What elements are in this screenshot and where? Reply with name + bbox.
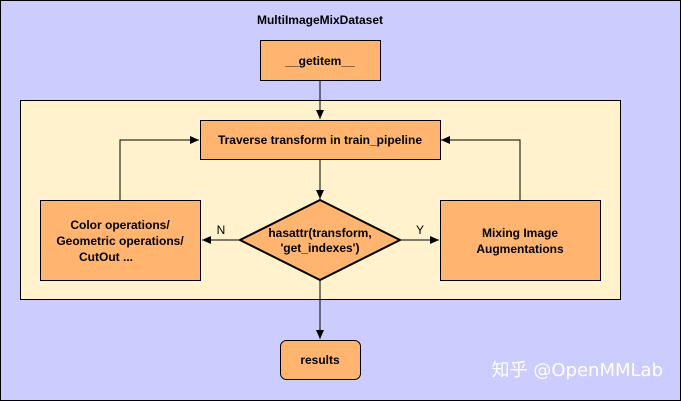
- edge-label-no: N: [217, 223, 226, 237]
- node-right-label-line2: Augmentations: [476, 242, 564, 256]
- node-decision-label-line1: hasattr(transform,: [268, 226, 371, 240]
- node-getitem: __getitem__: [260, 40, 381, 81]
- node-decision-label-line2: 'get_indexes'): [280, 241, 359, 255]
- edge-right-to-traverse: [441, 136, 521, 200]
- node-color-operations: Color operations/ Geometric operations/ …: [40, 200, 201, 281]
- watermark-text: 知乎 @OpenMMLab: [492, 360, 663, 381]
- node-traverse: Traverse transform in train_pipeline: [200, 120, 441, 160]
- node-right-label-line1: Mixing Image: [482, 226, 558, 240]
- node-decision: hasattr(transform, 'get_indexes'): [237, 198, 403, 282]
- node-results: results: [280, 340, 361, 380]
- node-results-label: results: [300, 353, 340, 367]
- node-left-label-line2: Geometric operations/: [56, 234, 184, 248]
- edge-left-to-traverse: [119, 136, 199, 200]
- node-traverse-label: Traverse transform in train_pipeline: [218, 133, 422, 147]
- node-left-label-line3: CutOut ...: [79, 250, 133, 264]
- diagram-title: MultiImageMixDataset: [257, 13, 383, 27]
- node-getitem-label: __getitem__: [284, 54, 355, 68]
- edge-label-yes: Y: [416, 223, 424, 237]
- node-mixing-image: Mixing Image Augmentations: [440, 200, 601, 281]
- node-left-label-line1: Color operations/: [70, 218, 170, 232]
